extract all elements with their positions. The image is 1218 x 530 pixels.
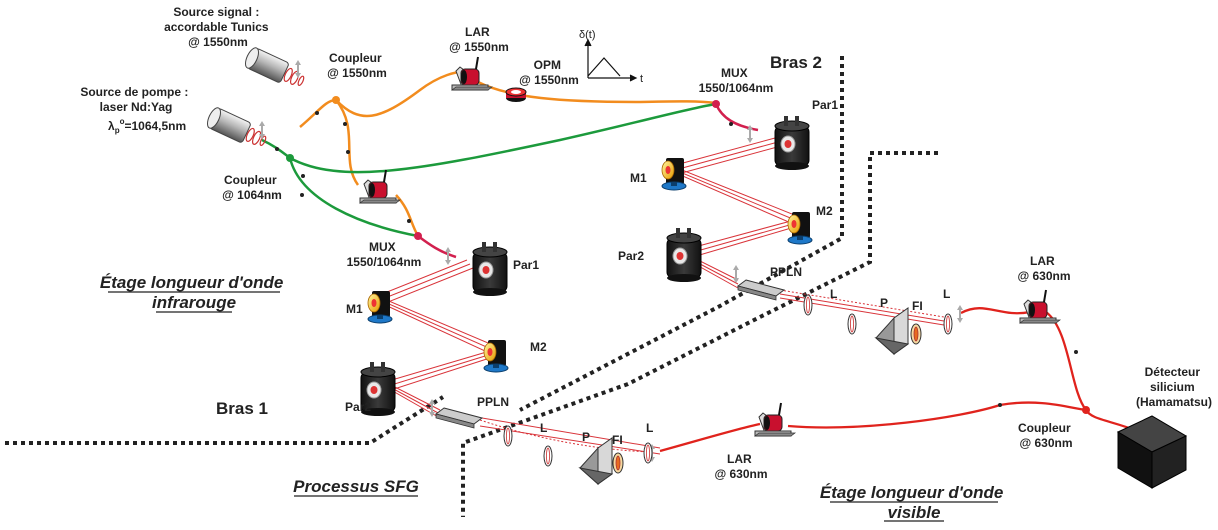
ppln-crystal-bras1 — [435, 407, 483, 429]
label-coupleur-1550: Coupleur @ 1550nm — [327, 51, 387, 80]
label-bras2: Bras 2 — [770, 53, 822, 72]
lens-2-bras1 — [543, 445, 553, 467]
label-par1-bras2: Par1 — [812, 98, 838, 112]
label-detecteur: Détecteur silicium (Hamamatsu) — [1136, 365, 1212, 409]
boundary-bras2 — [519, 56, 844, 412]
filter-bras1 — [612, 452, 624, 474]
par2-holder-bras2 — [666, 227, 702, 283]
m1-mirror-bras2 — [661, 157, 687, 191]
label-bras1: Bras 1 — [216, 399, 268, 418]
label-fi-bras2: FI — [912, 299, 923, 313]
source-signal-laser — [245, 47, 305, 87]
label-source-signal: Source signal : accordable Tunics @ 1550… — [164, 5, 272, 49]
label-fi-bras1: FI — [612, 433, 623, 447]
label-mux-bras1: MUX 1550/1064nm — [347, 240, 422, 269]
label-opm: OPM @ 1550nm — [519, 58, 579, 87]
adjust-arrow-out2 — [957, 305, 963, 323]
filter-bras2 — [910, 323, 922, 345]
label-lar-1550: LAR @ 1550nm — [449, 25, 509, 54]
par1-holder-bras1 — [472, 241, 508, 297]
label-l2-bras2: L — [943, 287, 950, 301]
label-m2-bras2: M2 — [816, 204, 833, 218]
label-source-pompe: Source de pompe : laser Nd:Yag — [80, 85, 191, 114]
label-par2-bras2: Par2 — [618, 249, 644, 263]
label-coupleur-630: Coupleur @ 630nm — [1018, 421, 1074, 450]
boundary-visible — [461, 151, 938, 517]
label-l2-bras1: L — [646, 421, 653, 435]
label-processus-sfg: Processus SFG — [293, 477, 419, 496]
label-m2-bras1: M2 — [530, 340, 547, 354]
lar-1550-controller — [451, 56, 493, 91]
label-l1-bras2: L — [830, 287, 837, 301]
lens-3-bras1 — [643, 442, 653, 464]
pump-fiber — [261, 102, 717, 238]
label-l1-bras1: L — [540, 421, 547, 435]
lens-3-bras2 — [943, 313, 953, 335]
adjust-arrow-ppln2 — [733, 265, 739, 283]
label-p-bras1: P — [582, 430, 590, 444]
par1-holder-bras2 — [774, 115, 810, 171]
fiber-markers — [275, 96, 1090, 414]
lens-1-bras1 — [503, 425, 513, 447]
label-ppln-bras1: PPLN — [477, 395, 509, 409]
m1-mirror-bras1 — [367, 290, 393, 324]
label-par1-bras1: Par1 — [513, 258, 539, 272]
prism-bras1 — [579, 437, 613, 485]
label-par2-bras1: Par2 — [345, 400, 371, 414]
m2-mirror-bras1 — [483, 339, 509, 373]
label-lar-630-top: LAR @ 630nm — [1017, 254, 1070, 283]
label-lar-630-bottom: LAR @ 630nm — [714, 452, 767, 481]
t-axis-label: t — [640, 73, 643, 85]
laser-beams-bras1 — [375, 259, 661, 455]
source-pompe-laser — [207, 107, 267, 147]
label-etage-infrarouge: Étage longueur d'onde infrarouge — [100, 273, 288, 312]
label-m1-bras2: M1 — [630, 171, 647, 185]
label-etage-visible: Étage longueur d'onde visible — [820, 483, 1008, 522]
lens-2-bras2 — [847, 313, 857, 335]
label-m1-bras1: M1 — [346, 302, 363, 316]
delta-axis-label: δ(t) — [579, 29, 596, 41]
lar-630-controller-top — [1019, 289, 1061, 324]
boundary-bras1 — [5, 395, 445, 445]
opm-icon — [505, 87, 527, 102]
detector-box — [1116, 415, 1188, 489]
label-mux-bras2: MUX 1550/1064nm — [699, 66, 774, 95]
lens-1-bras2 — [803, 294, 813, 316]
m2-mirror-bras2 — [787, 211, 813, 245]
label-p-bras2: P — [880, 296, 888, 310]
lar-630-controller-bottom — [754, 402, 796, 437]
label-coupleur-1064: Coupleur @ 1064nm — [222, 173, 282, 202]
adjust-arrow-signal — [295, 60, 301, 78]
label-lambda: λpo=1064,5nm — [108, 117, 186, 135]
delay-graph — [584, 38, 638, 82]
fiber-polarization-controller — [359, 169, 401, 204]
label-ppln-bras2: PPLN — [770, 265, 802, 279]
